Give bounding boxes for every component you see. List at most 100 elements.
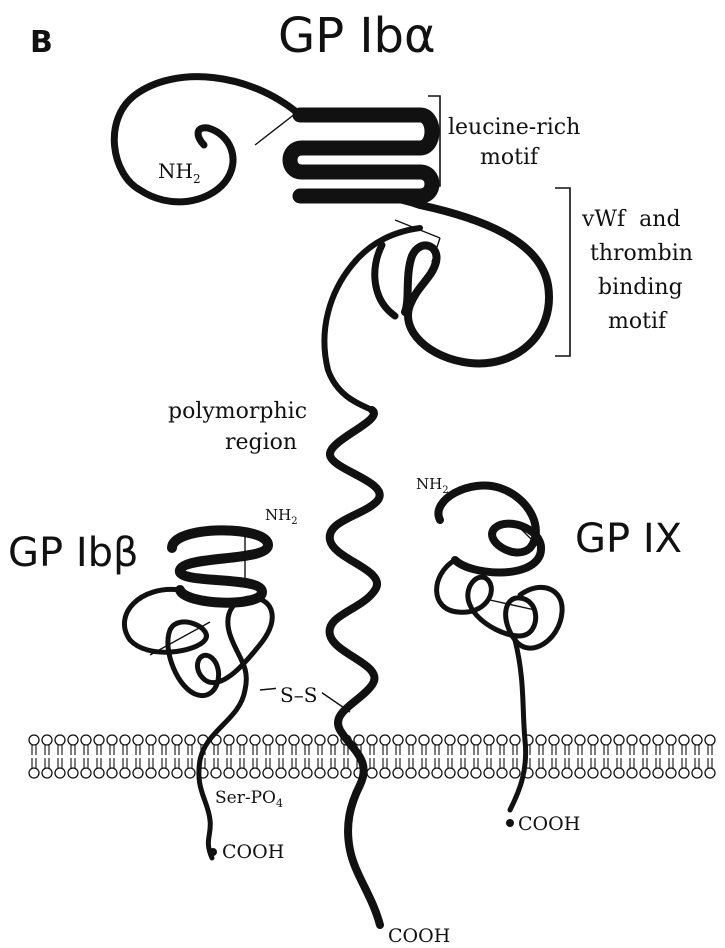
lipid-head-upper [224, 735, 234, 745]
lipid-head-upper [601, 735, 611, 745]
lipid-head-upper [419, 735, 429, 745]
lipid-head-lower [406, 768, 416, 778]
lipid-head-lower [562, 768, 572, 778]
lipid-head-upper [640, 735, 650, 745]
beta-nh2-label: NH2 [265, 506, 298, 527]
polymorphic-label-line2: region [225, 430, 297, 455]
lipid-bilayer-membrane [29, 735, 715, 778]
lipid-head-lower [419, 768, 429, 778]
gp-ib-alpha-protein [114, 77, 549, 925]
lipid-head-upper [42, 735, 52, 745]
lipid-head-upper [653, 735, 663, 745]
lipid-head-upper [315, 735, 325, 745]
lipid-head-upper [562, 735, 572, 745]
lipid-head-upper [133, 735, 143, 745]
lipid-head-lower [328, 768, 338, 778]
lipid-head-upper [692, 735, 702, 745]
lipid-head-lower [55, 768, 65, 778]
ser-po4-label: Ser-PO4 [215, 788, 283, 810]
leucine-rich-label-line2: motif [480, 145, 540, 170]
beta-cooh-terminus [209, 848, 217, 856]
lipid-head-upper [497, 735, 507, 745]
lipid-head-upper [120, 735, 130, 745]
ix-cooh-label: COOH [518, 813, 580, 835]
lipid-head-upper [94, 735, 104, 745]
lipid-head-lower [679, 768, 689, 778]
leucine-rich-label-line1: leucine-rich [448, 115, 580, 140]
lipid-head-lower [549, 768, 559, 778]
disulfide-bond-line [318, 690, 350, 712]
lipid-head-lower [276, 768, 286, 778]
lipid-head-upper [185, 735, 195, 745]
lipid-head-lower [289, 768, 299, 778]
lipid-head-lower [185, 768, 195, 778]
lipid-head-upper [705, 735, 715, 745]
title-gp-ib-alpha: GP Ibα [278, 8, 436, 64]
lipid-head-lower [120, 768, 130, 778]
lipid-head-lower [627, 768, 637, 778]
vwf-binding-bracket [555, 188, 570, 356]
lipid-head-lower [302, 768, 312, 778]
lipid-head-lower [29, 768, 39, 778]
lipid-head-lower [107, 768, 117, 778]
lipid-head-upper [627, 735, 637, 745]
lipid-head-lower [432, 768, 442, 778]
leucine-rich-coil [290, 115, 432, 196]
beta-cooh-label: COOH [222, 841, 284, 863]
lipid-head-lower [133, 768, 143, 778]
ix-nh2-label: NH2 [416, 475, 449, 496]
lipid-head-upper [289, 735, 299, 745]
lipid-head-upper [432, 735, 442, 745]
lipid-head-upper [68, 735, 78, 745]
gp-ib-alpha-n-terminal-loop [114, 77, 300, 202]
lipid-head-upper [471, 735, 481, 745]
lipid-head-lower [250, 768, 260, 778]
lipid-head-lower [692, 768, 702, 778]
lipid-head-lower [94, 768, 104, 778]
title-gp-ix: GP IX [575, 516, 682, 562]
lipid-head-upper [588, 735, 598, 745]
vwf-label-line1: vWf and [581, 207, 681, 232]
lipid-head-lower [341, 768, 351, 778]
lipid-head-upper [302, 735, 312, 745]
lipid-head-upper [536, 735, 546, 745]
lipid-head-upper [237, 735, 247, 745]
lipid-head-upper [614, 735, 624, 745]
lipid-head-upper [159, 735, 169, 745]
lipid-head-lower [172, 768, 182, 778]
lipid-head-upper [380, 735, 390, 745]
lipid-head-upper [55, 735, 65, 745]
lipid-head-lower [484, 768, 494, 778]
lipid-head-upper [107, 735, 117, 745]
lipid-head-upper [575, 735, 585, 745]
lipid-head-upper [484, 735, 494, 745]
vwf-label-line2: thrombin [590, 241, 693, 266]
lipid-head-lower [510, 768, 520, 778]
lipid-head-lower [68, 768, 78, 778]
lipid-head-upper [679, 735, 689, 745]
lipid-head-lower [640, 768, 650, 778]
lipid-head-upper [250, 735, 260, 745]
lipid-head-upper [328, 735, 338, 745]
lipid-head-lower [536, 768, 546, 778]
lipid-head-lower [458, 768, 468, 778]
lipid-head-lower [393, 768, 403, 778]
lipid-head-lower [471, 768, 481, 778]
alpha-nh2-label: NH2 [158, 159, 201, 186]
lipid-head-lower [211, 768, 221, 778]
lipid-head-upper [354, 735, 364, 745]
lipid-head-upper [276, 735, 286, 745]
lipid-head-lower [380, 768, 390, 778]
lipid-head-lower [588, 768, 598, 778]
lipid-head-upper [393, 735, 403, 745]
vwf-thrombin-binding-loop [300, 194, 549, 363]
alpha-cooh-label: COOH [388, 925, 450, 947]
lipid-head-upper [29, 735, 39, 745]
lipid-head-upper [146, 735, 156, 745]
lipid-head-lower [653, 768, 663, 778]
lipid-head-lower [237, 768, 247, 778]
lipid-head-lower [146, 768, 156, 778]
lipid-head-lower [367, 768, 377, 778]
title-gp-ib-beta: GP Ibβ [8, 530, 139, 576]
